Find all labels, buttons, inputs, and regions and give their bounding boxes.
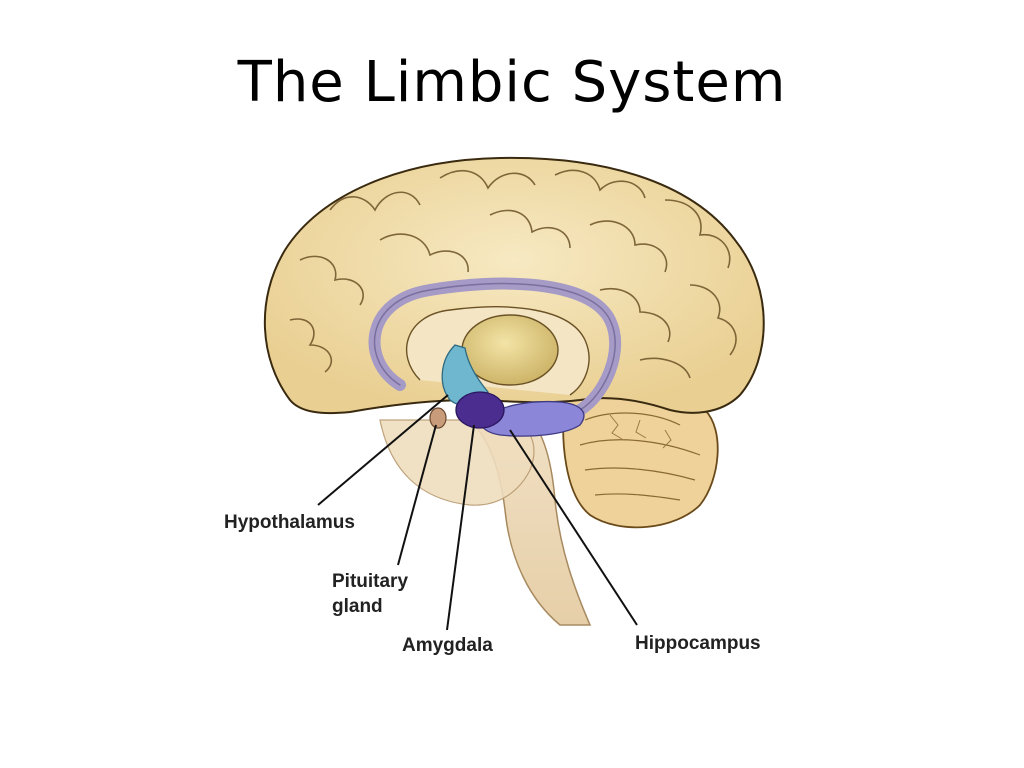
thalamus: [461, 314, 559, 386]
leader-hippocampus: [509, 429, 638, 626]
label-pituitary-gland: Pituitary gland: [332, 569, 408, 619]
label-amygdala: Amygdala: [402, 635, 493, 656]
leader-hypothalamus: [317, 394, 449, 506]
pituitary-gland: [429, 407, 447, 429]
label-hypothalamus: Hypothalamus: [224, 512, 355, 533]
amygdala: [455, 391, 505, 429]
label-pituitary-line1: Pituitary: [332, 571, 409, 592]
slide-title: The Limbic System: [237, 50, 787, 115]
hippocampus: [479, 400, 585, 437]
leader-pituitary: [397, 424, 437, 566]
leader-lines: [317, 394, 638, 631]
leader-amygdala: [446, 424, 475, 631]
label-pituitary-line2: gland: [332, 596, 383, 617]
cortex-gyri: [289, 169, 737, 379]
label-hippocampus: Hippocampus: [635, 633, 761, 654]
cerebellum: [562, 386, 719, 529]
